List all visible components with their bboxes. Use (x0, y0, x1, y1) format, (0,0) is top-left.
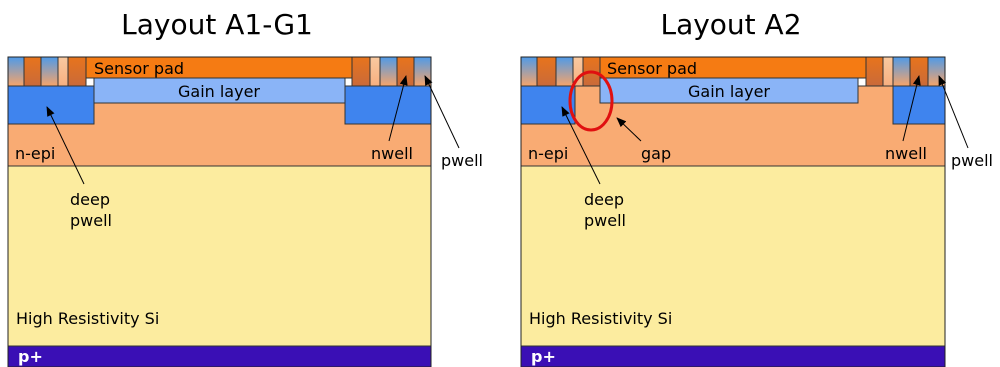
surface-implant (865, 56, 884, 87)
substrate-layer (520, 165, 946, 347)
deep-pwell-label-line2: pwell (70, 211, 112, 230)
n-epi-label: n-epi (15, 144, 55, 163)
sensor-pad-label: Sensor pad (607, 59, 697, 78)
nwell-arrow (388, 75, 408, 142)
backside-p-plus-layer (7, 345, 432, 367)
deep-pwell-label-line1: deep (70, 190, 110, 209)
nwell-arrow (902, 75, 921, 142)
panel-outline (520, 56, 946, 367)
backside-label: p+ (531, 347, 556, 366)
surface-implant (555, 56, 574, 87)
gain-layer-label: Gain layer (178, 82, 260, 101)
pwell-arrow (938, 75, 969, 149)
deep-pwell-right (344, 85, 432, 125)
nwell-label: nwell (371, 144, 413, 163)
surface-implant (351, 56, 371, 87)
gap-label: gap (641, 144, 671, 163)
backside-label: p+ (18, 347, 43, 366)
panel-outline (7, 56, 432, 367)
pwell-label: pwell (951, 151, 993, 170)
pwell-label: pwell (441, 151, 483, 170)
surface-implant (520, 56, 538, 87)
deep-pwell-left (520, 85, 576, 125)
substrate-layer (7, 165, 432, 347)
gain-layer-label: Gain layer (688, 82, 770, 101)
sensor-pad-label: Sensor pad (94, 59, 184, 78)
surface-implant (40, 56, 59, 87)
deep-pwell-right (892, 85, 946, 125)
surface-implant (892, 56, 911, 87)
surface-implant (927, 56, 946, 87)
surface-implant (57, 56, 69, 87)
deep-pwell-arrow (46, 106, 85, 185)
deep-pwell-arrow (561, 106, 601, 185)
panel-layout-a2: Layout A2 Sensor pad Gain layer n-epi ga… (520, 8, 993, 367)
deep-pwell-label-line2: pwell (584, 211, 626, 230)
nwell-label: nwell (885, 144, 927, 163)
surface-implant (536, 56, 557, 87)
pwell-arrow (424, 75, 460, 149)
surface-implant (882, 56, 894, 87)
n-epi-label: n-epi (528, 144, 568, 163)
substrate-label: High Resistivity Si (16, 309, 159, 328)
deep-pwell-left (7, 85, 95, 125)
panel-layout-a1-g1: Layout A1-G1 Sensor pad Gain layer n-epi (7, 8, 483, 367)
surface-implant (396, 56, 415, 87)
surface-implant (7, 56, 25, 87)
gap-arrow (616, 117, 642, 142)
surface-implant (379, 56, 398, 87)
gap-highlight-ellipse (568, 70, 614, 132)
surface-implant (67, 56, 87, 87)
panel-title: Layout A1-G1 (121, 8, 313, 41)
surface-implant (413, 56, 432, 87)
surface-implant (909, 56, 929, 87)
backside-p-plus-layer (520, 345, 946, 367)
gain-layer (599, 77, 859, 104)
panel-title: Layout A2 (660, 8, 801, 41)
deep-pwell-label-line1: deep (584, 190, 624, 209)
surface-implant (23, 56, 42, 87)
surface-implant (369, 56, 381, 87)
substrate-label: High Resistivity Si (529, 309, 672, 328)
